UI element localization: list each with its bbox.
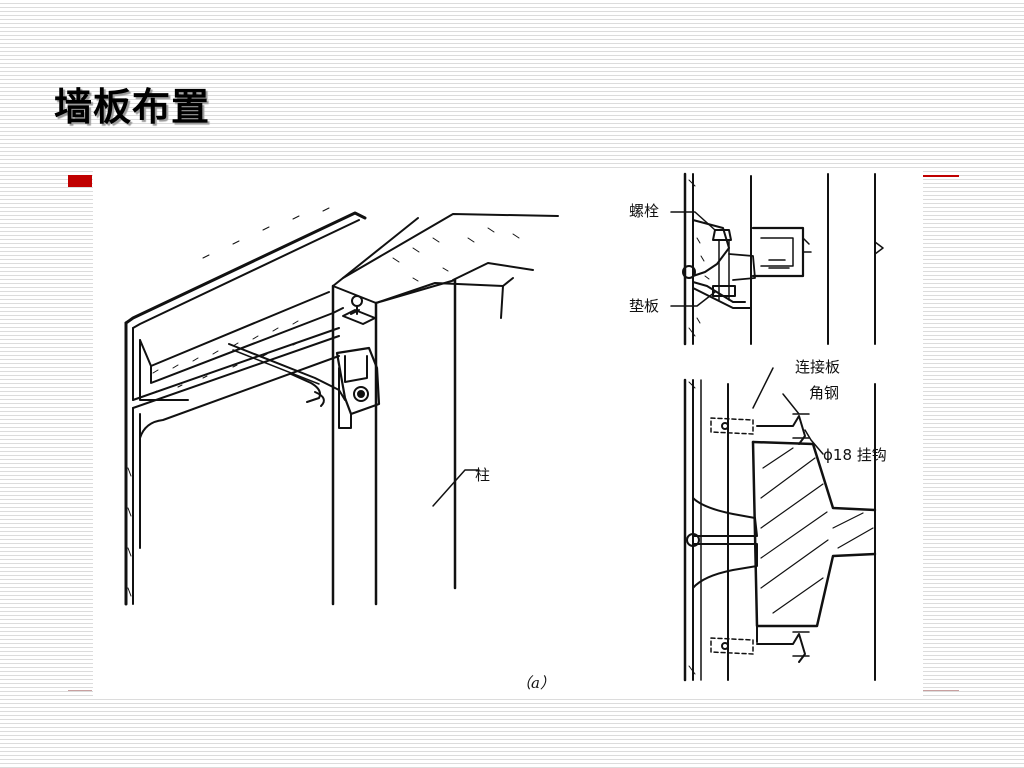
label-hook: ϕ18 挂钩 xyxy=(823,446,887,464)
label-bolt: 螺栓 xyxy=(629,202,659,220)
divider-bottom-right xyxy=(923,690,959,691)
leader-column xyxy=(432,469,480,507)
wall-panel-perspective xyxy=(124,207,559,606)
wall-panel-drawing: 柱 螺栓 垫板 连接板 角钢 ϕ18 挂钩 （a） xyxy=(124,172,887,692)
section-details xyxy=(670,172,884,682)
divider-bottom-left xyxy=(68,690,92,691)
slide-title: 墙板布置 xyxy=(54,85,211,129)
label-connector-plate: 连接板 xyxy=(795,358,840,376)
label-column: 柱 xyxy=(475,466,490,484)
wall-panel-diagram: 柱 螺栓 垫板 连接板 角钢 ϕ18 挂钩 （a） xyxy=(93,168,923,696)
label-angle-steel: 角钢 xyxy=(809,384,839,402)
accent-line-right xyxy=(923,175,959,177)
accent-bar-left xyxy=(68,175,92,187)
label-washer: 垫板 xyxy=(629,297,659,315)
figure-caption: （a） xyxy=(516,674,555,692)
